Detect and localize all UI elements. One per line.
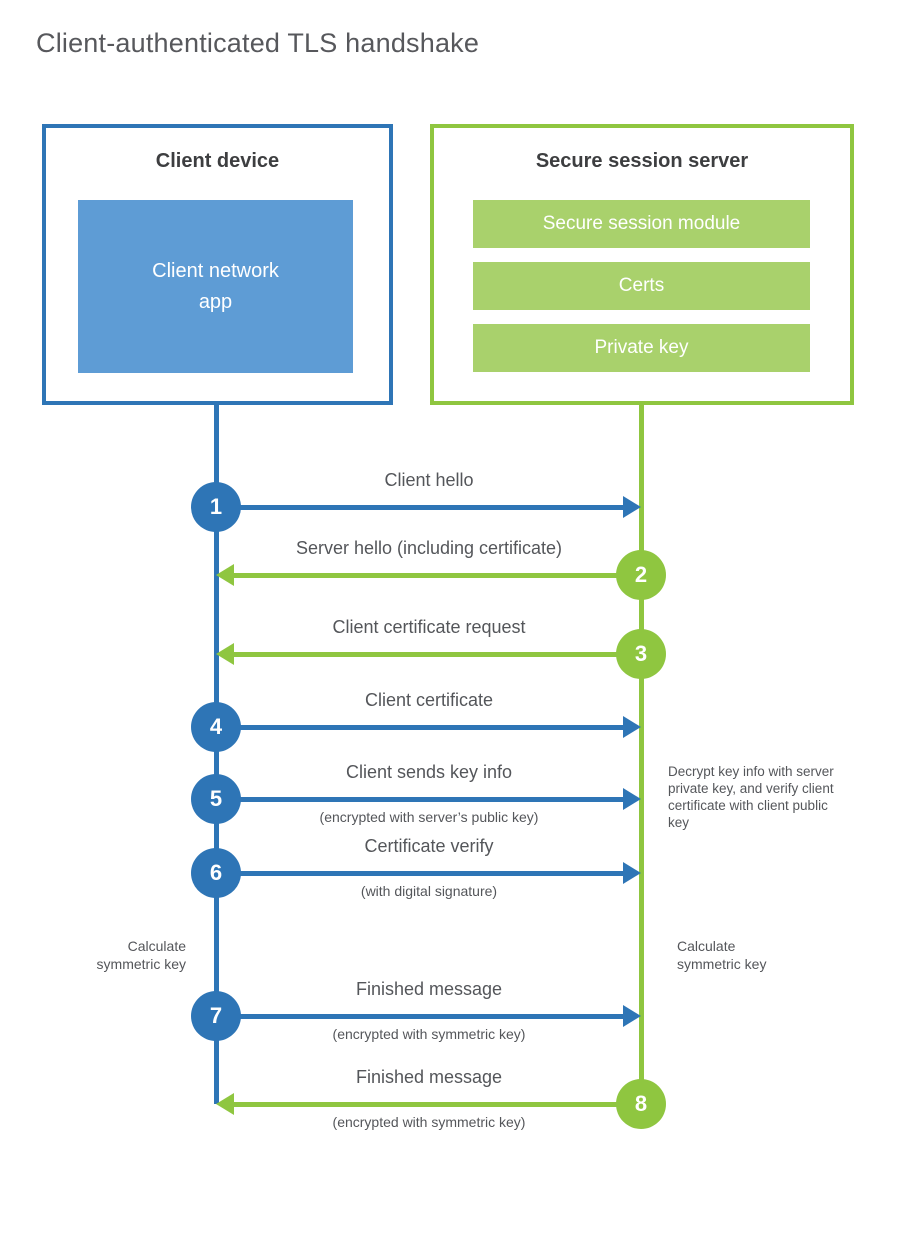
step-number-badge: 1 (191, 482, 241, 532)
calculate-symmetric-key-server-note: Calculate symmetric key (677, 938, 767, 972)
message-sublabel: (encrypted with server’s public key) (319, 809, 539, 825)
calculate-symmetric-key-client-note: Calculate symmetric key (96, 938, 186, 972)
step-number-badge: 5 (191, 774, 241, 824)
decrypt-key-info-note: Decrypt key info with server private key… (668, 764, 834, 830)
arrow-line (216, 871, 625, 876)
server-module-private-key: Private key (473, 324, 810, 372)
message-label: Client certificate (364, 690, 494, 710)
message-sublabel: (encrypted with symmetric key) (332, 1026, 526, 1042)
arrow-line (232, 573, 641, 578)
arrow-left-icon (216, 1093, 234, 1115)
step-number-badge: 3 (616, 629, 666, 679)
message-sublabel: (with digital signature) (360, 883, 498, 899)
step-number-badge: 8 (616, 1079, 666, 1129)
arrow-left-icon (216, 564, 234, 586)
server-module-certs: Certs (473, 262, 810, 310)
step-number-badge: 2 (616, 550, 666, 600)
arrow-right-icon (623, 716, 641, 738)
arrow-right-icon (623, 496, 641, 518)
arrow-left-icon (216, 643, 234, 665)
step-number-badge: 6 (191, 848, 241, 898)
server-module-secure-session-module: Secure session module (473, 200, 810, 248)
message-label: Client hello (384, 470, 474, 490)
secure-session-server-title: Secure session server (535, 150, 749, 172)
step-number-badge: 4 (191, 702, 241, 752)
arrow-right-icon (623, 788, 641, 810)
arrow-line (216, 797, 625, 802)
message-sublabel: (encrypted with symmetric key) (332, 1114, 526, 1130)
arrow-line (232, 652, 641, 657)
arrow-line (216, 505, 625, 510)
arrow-right-icon (623, 1005, 641, 1027)
page-title: Client-authenticated TLS handshake (36, 28, 480, 58)
step-number-badge: 7 (191, 991, 241, 1041)
client-lifeline (214, 404, 219, 1104)
message-label: Finished message (355, 1067, 503, 1087)
message-label: Server hello (including certificate) (295, 538, 563, 558)
message-label: Certificate verify (364, 836, 494, 856)
message-label: Finished message (355, 979, 503, 999)
arrow-line (216, 1014, 625, 1019)
server-lifeline (639, 404, 644, 1106)
message-label: Client sends key info (345, 762, 513, 782)
client-network-app-box: Client network app (78, 200, 353, 373)
arrow-line (216, 725, 625, 730)
client-device-title: Client device (155, 150, 280, 172)
client-network-app-label: Client network app (152, 259, 279, 313)
message-label: Client certificate request (332, 617, 526, 637)
arrow-right-icon (623, 862, 641, 884)
arrow-line (232, 1102, 641, 1107)
